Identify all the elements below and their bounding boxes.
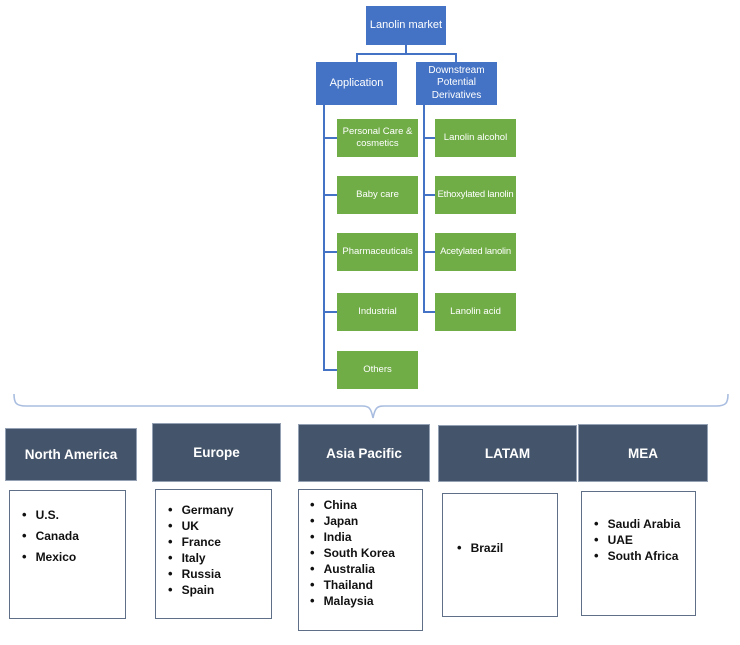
connector-line [323,105,325,370]
connector-line [423,105,425,313]
connector-line [323,369,337,371]
region-list-north-america: U.S. Canada Mexico [9,490,126,619]
branch-node-downstream-derivatives: Downstream Potential Derivatives [416,62,497,105]
region-header-latam: LATAM [438,425,577,482]
application-child-personal-care-cosmetics: Personal Care & cosmetics [337,119,418,157]
country-item: South Korea [308,546,418,560]
country-list: Germany UK France Italy Russia Spain [156,490,271,618]
connector-line [323,311,337,313]
country-item: Australia [308,562,418,576]
connector-line [423,311,435,313]
country-item: India [308,530,418,544]
region-list-asia-pacific: China Japan India South Korea Australia … [298,489,423,631]
country-item: Spain [166,583,267,597]
region-header-asia-pacific: Asia Pacific [298,424,430,482]
country-list: China Japan India South Korea Australia … [299,490,422,630]
region-list-europe: Germany UK France Italy Russia Spain [155,489,272,619]
root-node-lanolin-market: Lanolin market [366,6,446,45]
derivative-child-acetylated-lanolin: Acetylated lanolin [435,233,516,271]
application-child-industrial: Industrial [337,293,418,331]
country-item: Brazil [455,541,553,555]
country-item: China [308,498,418,512]
branch-node-application: Application [316,62,397,105]
derivative-child-lanolin-acid: Lanolin acid [435,293,516,331]
connector-line [423,194,435,196]
derivative-child-ethoxylated-lanolin: Ethoxylated lanolin [435,176,516,214]
country-item: Russia [166,567,267,581]
country-list: Brazil [443,494,557,616]
application-child-baby-care: Baby care [337,176,418,214]
application-child-others: Others [337,351,418,389]
connector-line [356,53,358,62]
country-item: Germany [166,503,267,517]
country-item: Canada [20,529,121,543]
region-list-latam: Brazil [442,493,558,617]
connector-line [455,53,457,62]
country-item: Japan [308,514,418,528]
country-item: UAE [592,533,691,547]
connector-line [423,251,435,253]
country-item: Mexico [20,550,121,564]
connector-line [356,53,457,55]
connector-line [323,137,337,139]
country-item: South Africa [592,549,691,563]
country-list: Saudi Arabia UAE South Africa [582,492,695,615]
connector-line [405,45,407,53]
application-child-pharmaceuticals: Pharmaceuticals [337,233,418,271]
country-item: Malaysia [308,594,418,608]
country-item: Thailand [308,578,418,592]
region-header-north-america: North America [5,428,137,481]
country-item: Italy [166,551,267,565]
region-header-europe: Europe [152,423,281,482]
connector-line [423,137,435,139]
connector-line [323,194,337,196]
country-item: France [166,535,267,549]
region-header-mea: MEA [578,424,708,482]
grouping-brace [13,393,729,419]
derivative-child-lanolin-alcohol: Lanolin alcohol [435,119,516,157]
country-item: Saudi Arabia [592,517,691,531]
country-item: U.S. [20,508,121,522]
connector-line [323,251,337,253]
region-list-mea: Saudi Arabia UAE South Africa [581,491,696,616]
country-list: U.S. Canada Mexico [10,491,125,618]
country-item: UK [166,519,267,533]
